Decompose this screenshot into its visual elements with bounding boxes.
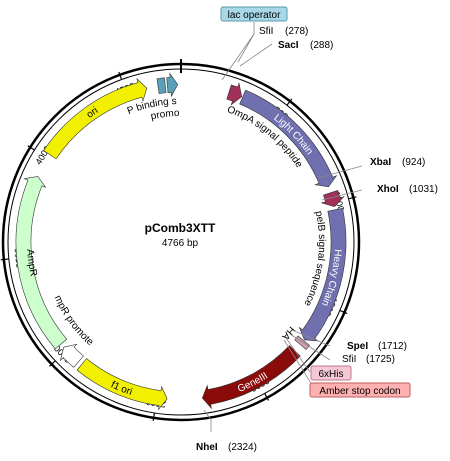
- nhei-2324-name: NheI: [196, 442, 218, 453]
- feature-pelb-signal-sequence: [320, 189, 345, 208]
- tick-mark: [27, 145, 35, 151]
- saci-288-name: SacI: [278, 40, 299, 51]
- xbai-924-name: XbaI: [370, 157, 391, 168]
- feature-label-ampr: AmpR: [24, 249, 39, 278]
- tick-mark: [118, 71, 123, 80]
- leader-spei-1712: [291, 329, 331, 347]
- feature-light-chain: [239, 89, 338, 188]
- xhoi-1031-name: XhoI: [377, 184, 399, 195]
- tick-mark: [49, 360, 56, 367]
- sfii-1725-pos: (1725): [366, 354, 395, 365]
- feature-ompa-signal-peptide: [226, 82, 243, 106]
- feature-label-ha-inner: HA: [279, 324, 297, 342]
- tick-mark: [348, 196, 357, 200]
- feature-heavy-chain: [298, 207, 347, 342]
- spei-1712-pos: (1712): [378, 341, 407, 352]
- feature-group: [15, 72, 347, 411]
- plasmid-size: 4766 bp: [162, 238, 199, 249]
- xbai-924-pos: (924): [402, 157, 425, 168]
- feature-label-amprp-inner: AmpR promoter: [0, 0, 96, 348]
- plasmid-name: pComb3XTT: [145, 221, 216, 235]
- 6xhis-box: [310, 365, 352, 381]
- tick-mark: [0, 258, 9, 261]
- leader-amber: [283, 339, 315, 389]
- feature-f1-ori: [76, 358, 168, 411]
- site-leaders: [203, 22, 363, 432]
- 6xhis-label: 6xHis: [318, 369, 343, 380]
- feature-geneiii: [201, 345, 301, 410]
- saci-288-pos: (288): [310, 40, 333, 51]
- leader-lac-operator: [221, 22, 255, 81]
- sfii-1725-name: SfiI: [342, 354, 356, 365]
- tick-mark: [152, 412, 156, 421]
- leader-6xhis: [285, 337, 311, 373]
- feature-cap-binding-site: [156, 77, 167, 94]
- feature-ampr: [15, 176, 68, 350]
- amber-stop-codon-box: [309, 382, 411, 398]
- feature-ampr-promoter: [59, 343, 84, 368]
- sfii-278-pos: (278): [285, 26, 308, 37]
- tick-mark: [286, 98, 293, 106]
- lac-operator-label: lac operator: [228, 10, 281, 21]
- feature-ori: [43, 77, 148, 160]
- feature-label-cap-inner: CAP binding site: [0, 0, 177, 117]
- leader-nhei-2324: [203, 409, 212, 432]
- amber-stop-codon-label: Amber stop codon: [319, 386, 400, 397]
- leader-sfii-278: [237, 33, 255, 63]
- sfii-278-name: SfiI: [259, 26, 273, 37]
- xhoi-1031-pos: (1031): [409, 184, 438, 195]
- leader-xbai-924: [317, 165, 363, 179]
- feature-lac-promoter: [166, 72, 179, 98]
- lac-operator-box: [220, 6, 288, 22]
- nhei-2324-pos: (2324): [228, 442, 257, 453]
- spei-1712-name: SpeI: [347, 341, 368, 352]
- leader-saci-288: [239, 43, 273, 67]
- tick-mark: [264, 393, 270, 401]
- tick-mark: [339, 309, 348, 315]
- leader-sfii-1725: [289, 333, 331, 361]
- leader-xhoi-1031: [321, 189, 363, 201]
